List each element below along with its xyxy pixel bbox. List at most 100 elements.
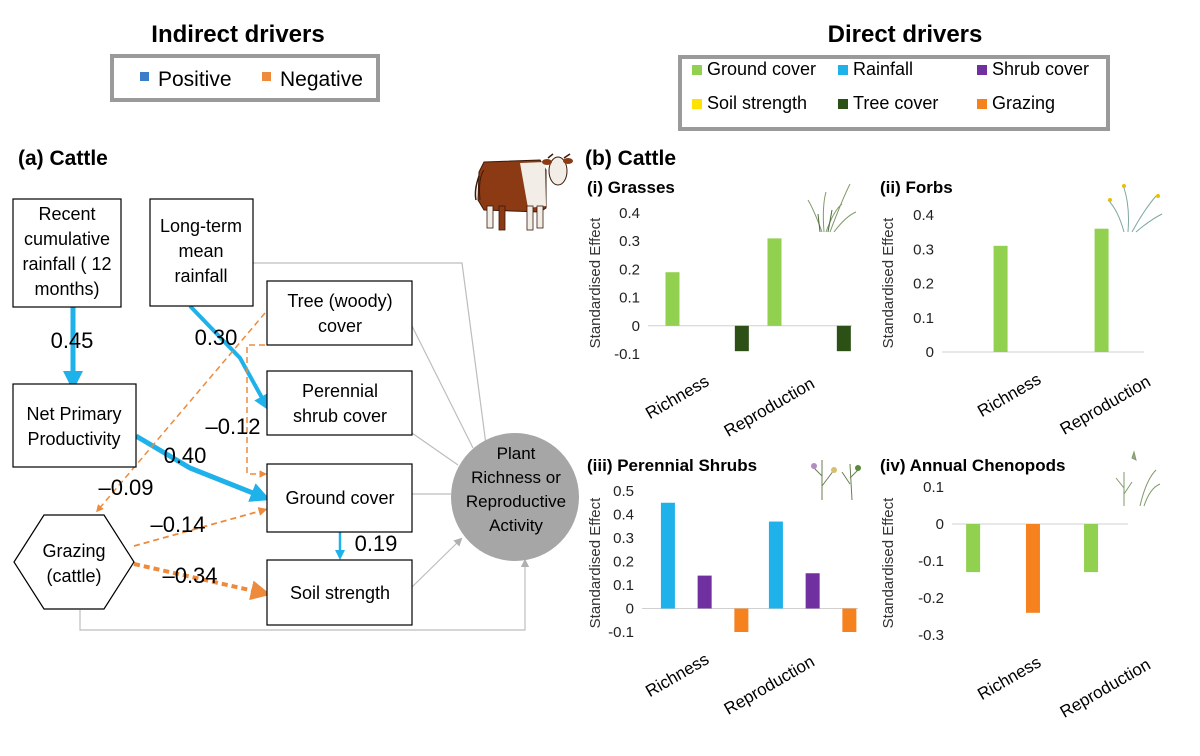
legend-swatch-direct	[977, 65, 987, 75]
legend-indirect-title: Indirect drivers	[151, 21, 324, 48]
coef-tree-ground: –0.12	[205, 414, 260, 439]
legend-swatch-direct	[977, 99, 987, 109]
node-shrub-cover	[266, 370, 413, 436]
node-label-recent-rain: cumulative	[24, 229, 110, 249]
node-soil-strength	[266, 559, 413, 626]
legend-label-direct: Shrub cover	[992, 59, 1089, 79]
y-tick-label: 0.3	[913, 241, 934, 258]
coef-rain-npp: 0.45	[51, 328, 94, 353]
legend-swatch-direct	[692, 65, 702, 75]
chart-ylabel: Standardised Effect	[880, 497, 897, 628]
y-tick-label: 0.3	[619, 233, 640, 250]
path-tree-ground	[246, 344, 267, 478]
path-npp-ground	[134, 433, 271, 502]
bar-rainfall-richness	[660, 502, 675, 609]
legend-swatch-direct	[692, 99, 702, 109]
category-label: Richness	[974, 653, 1044, 704]
forb-illustration	[1107, 184, 1163, 233]
legend-label-direct: Ground cover	[707, 59, 816, 79]
node-label-longterm-rain: mean	[178, 241, 223, 261]
node-label-ground: Ground cover	[285, 488, 394, 508]
legend-direct-box	[678, 55, 1110, 131]
bar-rainfall-reproduction	[768, 521, 783, 609]
category-label: Richness	[974, 370, 1044, 421]
y-tick-label: 0.1	[923, 479, 944, 496]
node-label-shrub: Perennial	[302, 381, 378, 401]
y-tick-label: 0.5	[613, 483, 634, 500]
node-label-recent-rain: months)	[34, 279, 99, 299]
bar-ground-cover-richness	[665, 272, 680, 326]
node-label-tree: Tree (woody)	[287, 291, 392, 311]
node-label-recent-rain: Recent	[38, 204, 95, 224]
bar-ground-cover-richness	[966, 524, 981, 573]
category-label: Reproduction	[1057, 655, 1154, 722]
node-label-longterm-rain: Long-term	[160, 216, 242, 236]
legend-label-direct: Tree cover	[853, 93, 938, 113]
category-label: Richness	[642, 372, 712, 423]
node-label-grazing: Grazing	[42, 541, 105, 561]
bar-grazing-richness	[734, 608, 749, 632]
chart-title: (ii) Forbs	[880, 178, 953, 197]
legend-label-direct: Rainfall	[853, 59, 913, 79]
bar-shrub-cover-reproduction	[805, 573, 820, 609]
coef-grazing-soil: –0.34	[162, 563, 217, 588]
legend-direct-title: Direct drivers	[828, 21, 983, 48]
y-tick-label: 0.4	[613, 507, 634, 524]
bar-tree-cover-reproduction	[836, 325, 851, 352]
chart-title: (i) Grasses	[587, 178, 675, 197]
node-plant	[451, 433, 579, 561]
chart-ylabel: Standardised Effect	[587, 497, 604, 628]
path-npp-grazing	[96, 312, 266, 513]
legend-swatch-positive	[140, 72, 149, 81]
node-label-npp: Productivity	[27, 429, 120, 449]
y-tick-label: -0.1	[608, 624, 634, 641]
y-tick-label: 0.2	[619, 261, 640, 278]
y-tick-label: 0	[936, 516, 944, 533]
node-label-npp: Net Primary	[26, 404, 121, 424]
bar-ground-cover-richness	[993, 245, 1008, 352]
y-tick-label: -0.2	[918, 590, 944, 607]
legend-swatch-negative	[262, 72, 271, 81]
node-label-shrub: shrub cover	[293, 406, 387, 426]
node-label-recent-rain: rainfall ( 12	[22, 254, 111, 274]
legend-swatch-direct	[838, 99, 848, 109]
node-label-plant: Plant	[497, 444, 536, 463]
category-label: Richness	[642, 650, 712, 701]
coef-npp-ground: 0.40	[164, 443, 207, 468]
y-tick-label: 0.1	[913, 310, 934, 327]
y-tick-label: 0	[632, 318, 640, 335]
y-tick-label: 0	[926, 344, 934, 361]
node-recent-rainfall	[12, 198, 122, 308]
category-label: Reproduction	[1057, 372, 1154, 439]
bar-grazing-reproduction	[842, 608, 857, 632]
chart-title: (iv) Annual Chenopods	[880, 456, 1065, 475]
legend-indirect-box	[110, 54, 380, 102]
y-tick-label: 0.1	[613, 577, 634, 594]
shrub-illustration	[811, 460, 861, 501]
y-tick-label: 0.4	[913, 207, 934, 224]
neutral-paths	[79, 262, 530, 631]
y-tick-label: -0.1	[614, 346, 640, 363]
cow-illustration	[474, 153, 573, 231]
node-label-plant: Reproductive	[466, 492, 566, 511]
node-grazing	[13, 514, 135, 610]
chart-title: (iii) Perennial Shrubs	[587, 456, 757, 475]
y-tick-label: 0.1	[619, 290, 640, 307]
chart-ylabel: Standardised Effect	[880, 217, 897, 348]
node-ground-cover	[266, 463, 413, 533]
category-label: Reproduction	[721, 652, 818, 719]
node-label-tree: cover	[318, 316, 362, 336]
y-tick-label: -0.3	[918, 627, 944, 644]
bar-ground-cover-reproduction	[1094, 228, 1109, 352]
panel-a-title: (a) Cattle	[18, 147, 108, 170]
node-label-soil: Soil strength	[290, 583, 390, 603]
bar-ground-cover-reproduction	[767, 238, 782, 326]
coef-ground-soil: 0.19	[355, 531, 398, 556]
coef-npp-grazing: –0.09	[98, 475, 153, 500]
node-longterm-rainfall	[149, 198, 254, 307]
legend-label-positive: Positive	[158, 68, 232, 91]
